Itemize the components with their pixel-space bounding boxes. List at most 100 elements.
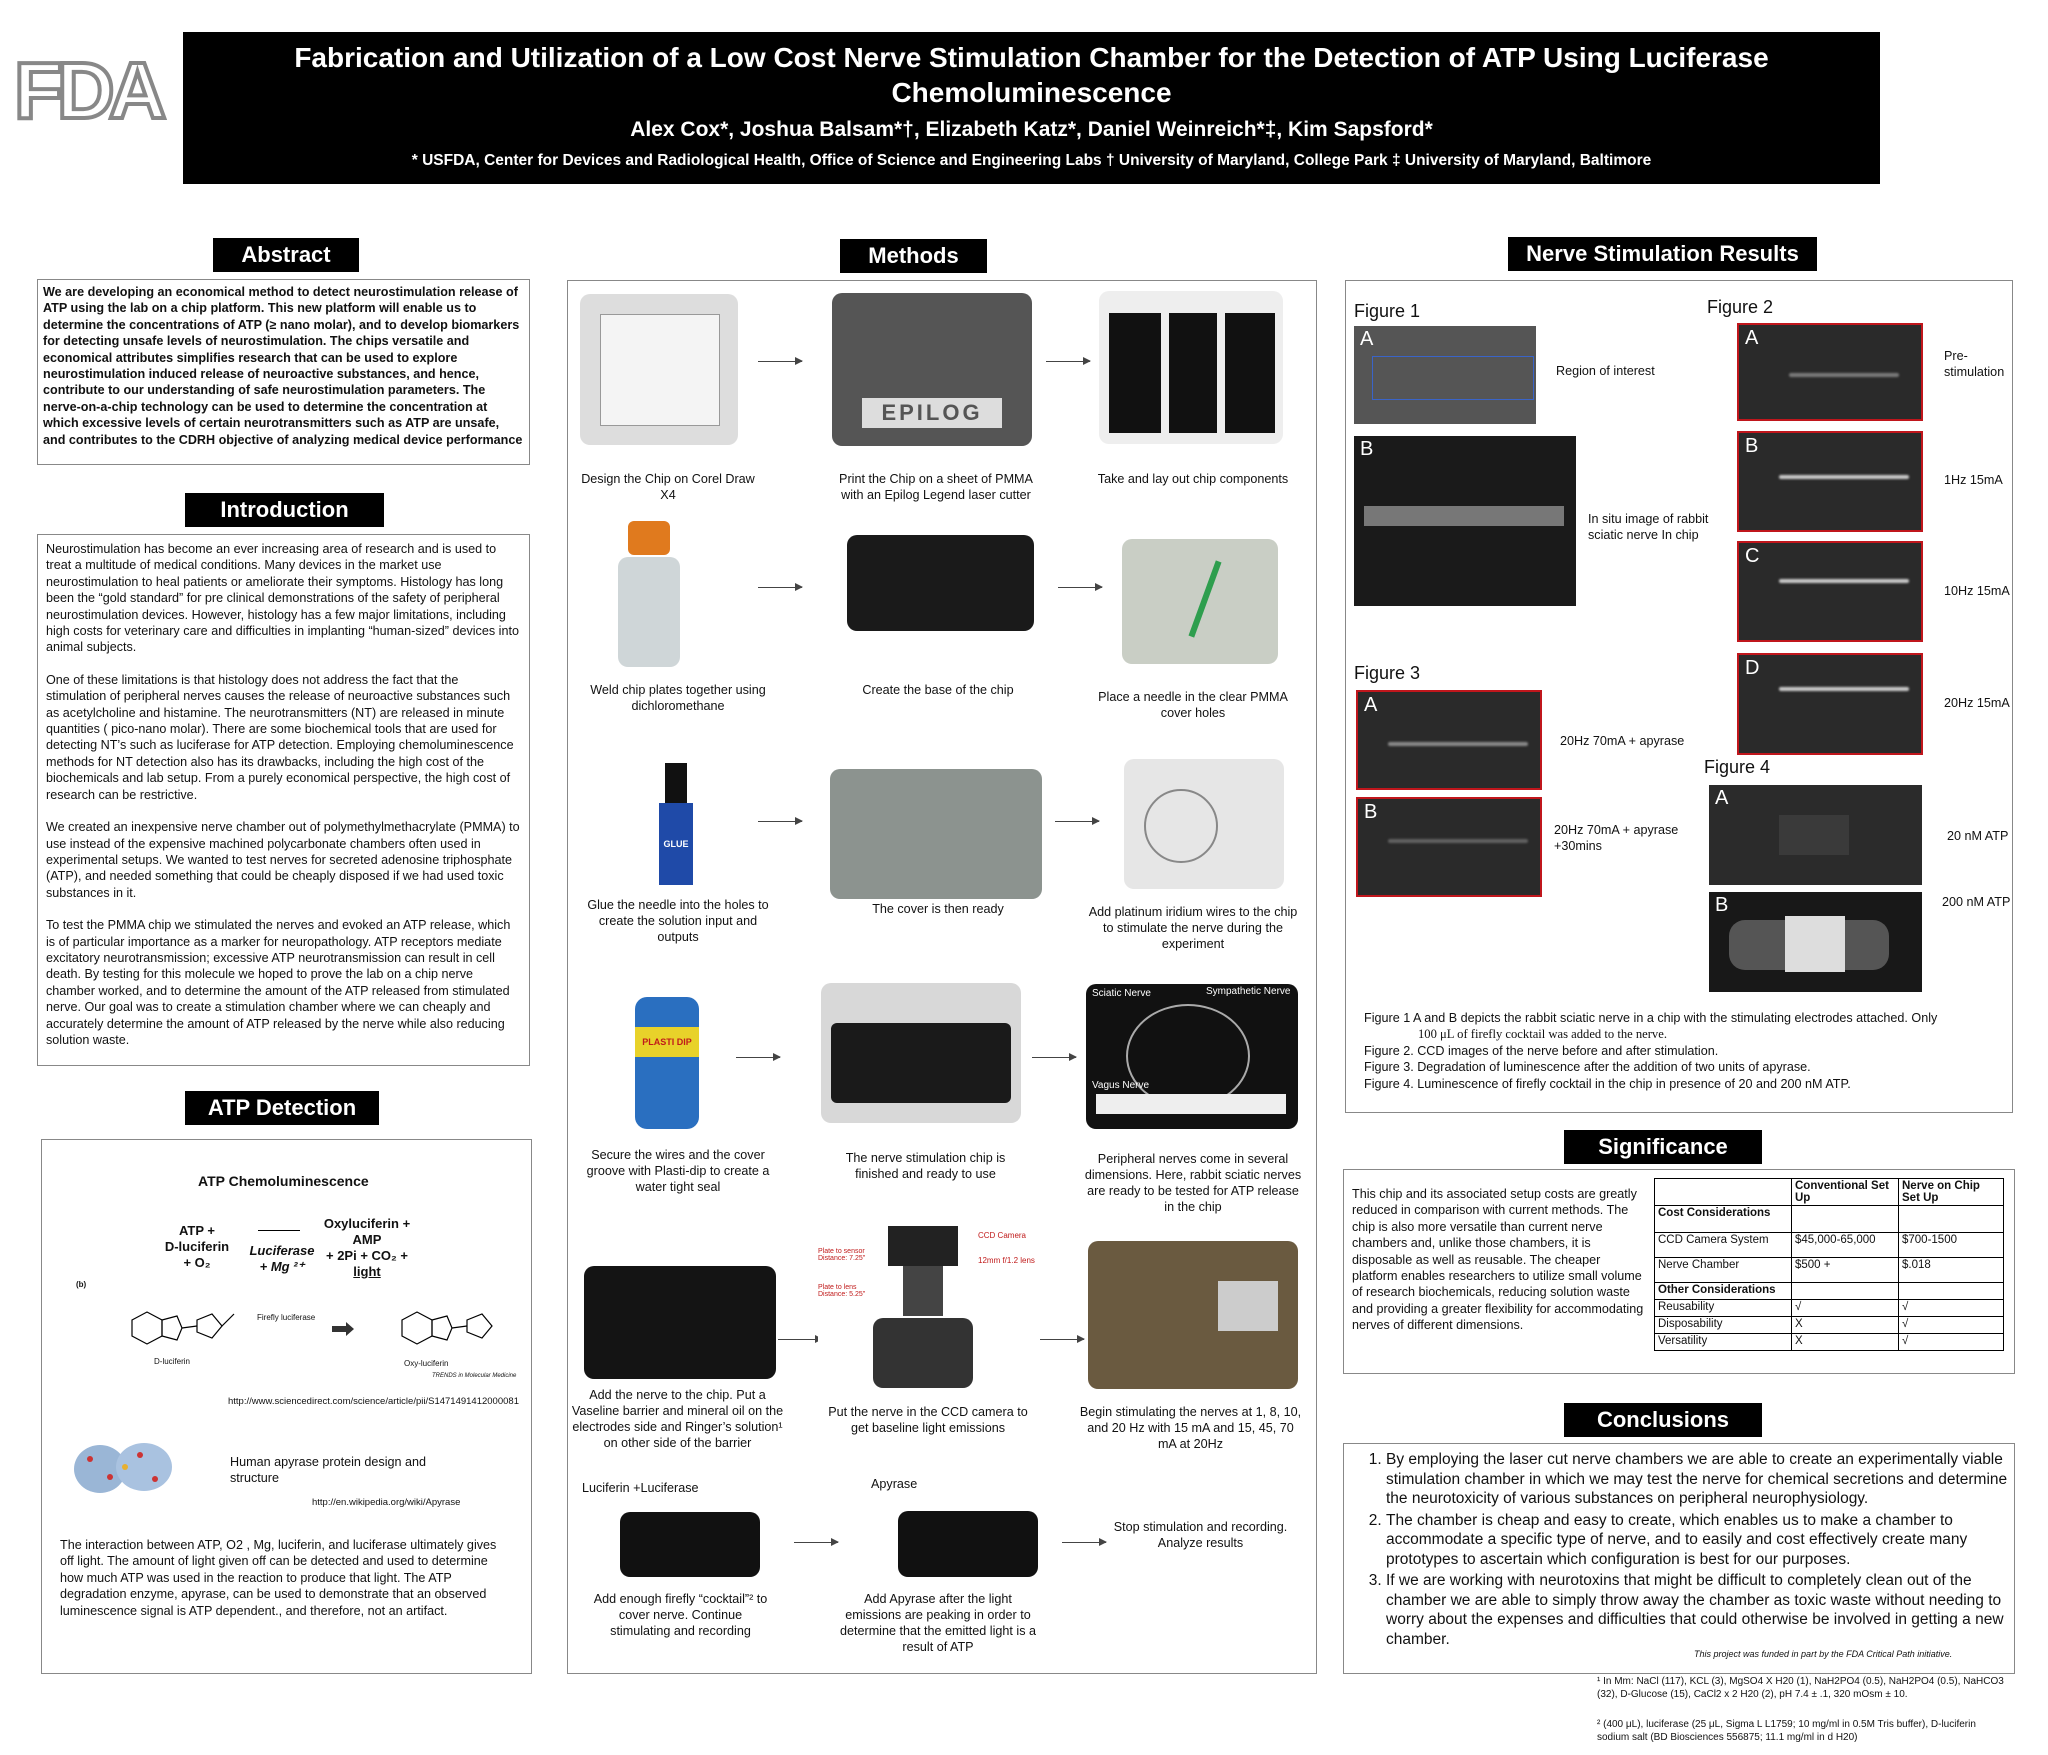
figure-2b-image: B (1737, 431, 1923, 532)
chip-with-apyrase-image (898, 1511, 1038, 1577)
table-row: Nerve Chamber $500 + $.018 (1654, 1257, 2004, 1283)
flow-arrow (758, 583, 803, 591)
flow-arrow (1062, 1538, 1107, 1546)
table-cell: √ (1791, 1299, 1899, 1317)
epilog-label: EPILOG (862, 398, 1002, 428)
figure-3b-note: 20Hz 70mA + apyrase +30mins (1554, 823, 1679, 853)
table-header: Nerve on Chip Set Up (1898, 1178, 2004, 1206)
panel-letter: C (1745, 545, 1760, 567)
figure-2b-note: 1Hz 15mA (1944, 473, 2003, 487)
step-caption: Add platinum iridium wires to the chip t… (1088, 905, 1298, 951)
glue-bottle-image: GLUE (655, 763, 697, 887)
glue-label: GLUE (659, 803, 693, 885)
step-caption: Glue the needle into the holes to create… (587, 898, 769, 944)
flow-arrow (794, 1538, 839, 1546)
figure-caption: Figure 3. Degradation of luminescence af… (1364, 1060, 1811, 1075)
flow-arrow (758, 357, 803, 365)
figure-2d-note: 20Hz 15mA (1944, 696, 2010, 710)
ccd-camera-label: CCD Camera (978, 1231, 1027, 1240)
step-caption: Secure the wires and the cover groove wi… (586, 1148, 770, 1194)
luciferin-label: Luciferin +Luciferase (582, 1481, 699, 1495)
finished-chip-image (821, 983, 1021, 1123)
table-cell (1898, 1282, 2004, 1300)
figure-4b-note: 200 nM ATP (1942, 895, 2011, 909)
atp-detection-title: ATP Detection (185, 1091, 379, 1125)
apyrase-caption: Human apyrase protein design and structu… (230, 1455, 427, 1485)
abstract-title: Abstract (213, 238, 359, 272)
atp-heading: ATP Chemoluminescence (198, 1173, 369, 1189)
reactant: ATP + (178, 1223, 215, 1238)
figure-caption: Figure 1 A and B depicts the rabbit scia… (1364, 1011, 1938, 1025)
figure-1b-note: In situ image of rabbit sciatic nerve In… (1588, 512, 1709, 542)
poster-header: Fabrication and Utilization of a Low Cos… (183, 32, 1880, 184)
conclusion-item: By employing the laser cut nerve chamber… (1386, 1450, 2018, 1509)
step-caption: Weld chip plates together using dichloro… (590, 683, 766, 713)
atp-detection-box: ATP Chemoluminescence ATP + D-luciferin … (41, 1139, 532, 1674)
needle-image (1122, 539, 1278, 664)
step-caption: Put the nerve in the CCD camera to get b… (828, 1405, 1028, 1435)
panel-letter: D (1745, 657, 1760, 679)
table-cell: Disposability (1654, 1316, 1792, 1334)
enzyme: + Mg ²⁺ (259, 1259, 305, 1274)
poster-title: Fabrication and Utilization of a Low Cos… (294, 42, 1769, 108)
table-cell: Versatility (1654, 1333, 1792, 1351)
authors: Alex Cox*, Joshua Balsam*†, Elizabeth Ka… (630, 118, 1433, 141)
luciferin-structures (131, 1311, 493, 1345)
intro-paragraph: To test the PMMA chip we stimulated the … (46, 918, 511, 1047)
table-cell (1791, 1282, 1899, 1300)
table-cell: X (1791, 1333, 1899, 1351)
figure-caption: Figure 2. CCD images of the nerve before… (1364, 1043, 1719, 1058)
step-caption: Begin stimulating the nerves at 1, 8, 10… (1079, 1405, 1302, 1451)
step-caption: Print the Chip on a sheet of PMMA with a… (839, 472, 1033, 502)
table-row: Reusability √ √ (1654, 1299, 2004, 1317)
table-cell: Other Considerations (1654, 1282, 1792, 1300)
panel-letter: B (1745, 435, 1759, 457)
significance-title: Significance (1564, 1130, 1762, 1164)
step-caption: Place a needle in the clear PMMA cover h… (1098, 690, 1288, 720)
step-caption: Create the base of the chip (862, 683, 1014, 697)
table-row: CCD Camera System $45,000-65,000 $700-15… (1654, 1232, 2004, 1258)
chip-base-image (847, 535, 1034, 631)
flow-arrow (1046, 357, 1091, 365)
panel-letter: A (1364, 694, 1378, 716)
oxyluciferin-label: Oxy-luciferin (404, 1359, 449, 1368)
abstract-box: We are developing an economical method t… (37, 279, 530, 465)
panel-letter: A (1715, 787, 1729, 809)
results-title: Nerve Stimulation Results (1508, 237, 1817, 271)
flow-arrow (1058, 583, 1103, 591)
panel-letter: B (1364, 801, 1378, 823)
footnote-2: ² (400 μL), luciferase (25 μL, Sigma L L… (1597, 1719, 1976, 1743)
flow-arrow (736, 1053, 781, 1061)
table-row: Versatility X √ (1654, 1333, 2004, 1351)
svg-text:FDA: FDA (14, 56, 165, 126)
methods-box: EPILOG Design the Chip on Corel Draw X4 … (567, 280, 1317, 1674)
table-cell: √ (1898, 1316, 2004, 1334)
intro-paragraph: Neurostimulation has become an ever incr… (46, 542, 519, 655)
step-caption: Stop stimulation and recording. Analyze … (1113, 1520, 1288, 1550)
flow-arrow (1040, 1335, 1085, 1343)
figure-2-label: Figure 2 (1707, 297, 1774, 317)
lab-setup-image (1088, 1241, 1298, 1389)
table-cell: Nerve Chamber (1654, 1257, 1792, 1283)
ccd-camera-diagram: CCD Camera 12mm f/1.2 lens Plate to sens… (818, 1226, 1038, 1391)
platinum-wire-image (1124, 759, 1284, 889)
cost-comparison-table: Conventional Set Up Nerve on Chip Set Up… (1654, 1178, 2004, 1351)
laser-cutter-image: EPILOG (832, 293, 1032, 446)
nerve-in-chip-image (584, 1266, 776, 1379)
intro-paragraph: One of these limitations is that histolo… (46, 672, 514, 802)
flow-arrow (1032, 1053, 1077, 1061)
figure-2a-image: A (1737, 323, 1923, 421)
d-luciferin-label: D-luciferin (154, 1357, 191, 1366)
chip-components-image (1099, 291, 1283, 444)
table-cell: $500 + (1791, 1257, 1899, 1283)
table-row: Cost Considerations (1654, 1205, 2004, 1233)
trends-label: TRENDS in Molecular Medicine (432, 1373, 517, 1379)
apyrase-protein-image (70, 1437, 175, 1499)
table-cell: Reusability (1654, 1299, 1792, 1317)
panel-letter: B (1715, 894, 1729, 916)
product: AMP (352, 1232, 382, 1247)
figure-1a-image: A (1354, 326, 1536, 424)
intro-paragraph: We created an inexpensive nerve chamber … (46, 820, 520, 900)
plate-to-lens-label: Plate to lens Distance: 5.25" (818, 1284, 866, 1298)
figure-4a-note: 20 nM ATP (1947, 829, 2009, 843)
